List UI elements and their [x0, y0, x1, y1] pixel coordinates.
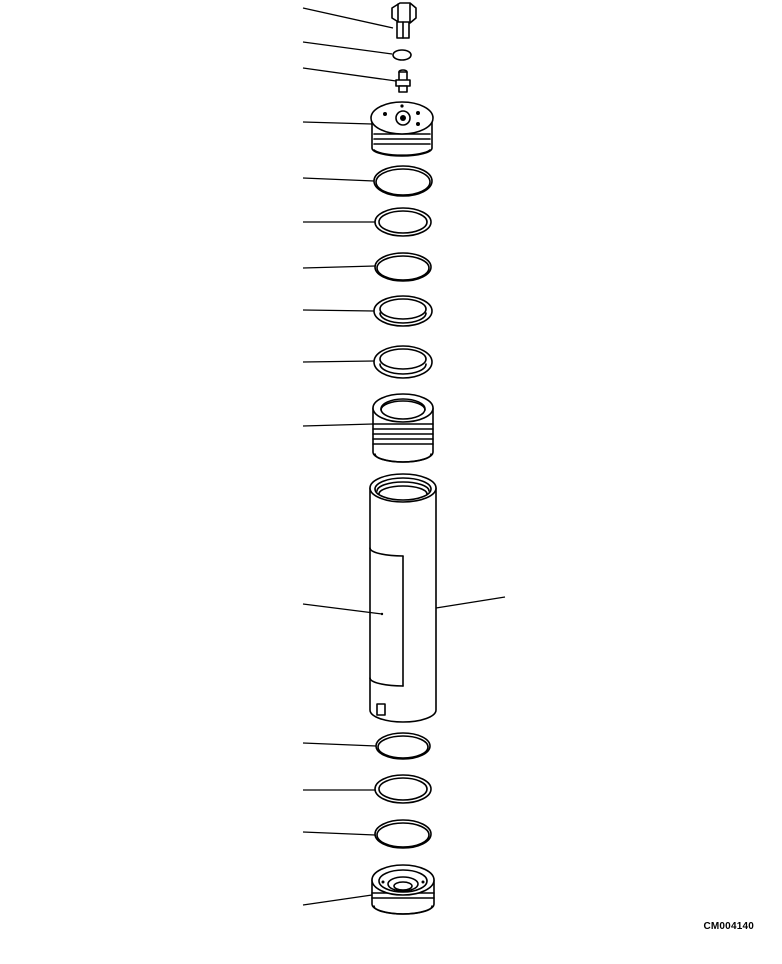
small-o-ring-part [392, 49, 412, 61]
o-ring-part-3 [375, 732, 431, 760]
leader-line-5 [302, 177, 375, 182]
leader-line-1 [302, 7, 394, 29]
leader-line-7 [302, 265, 376, 269]
backup-ring-part-2 [374, 774, 432, 804]
leader-line-11b [435, 596, 506, 609]
leader-line-2 [302, 41, 393, 55]
backup-ring-part-1 [374, 207, 432, 237]
piston-part [372, 393, 434, 463]
hex-plug-part [391, 2, 417, 39]
leader-line-9 [302, 360, 375, 363]
grease-fitting-part [395, 69, 411, 93]
o-ring-part-4 [374, 819, 432, 849]
wear-ring-part [373, 345, 433, 379]
end-cap-part [371, 864, 435, 915]
leader-line-3 [302, 67, 397, 82]
o-ring-part-1 [373, 165, 433, 197]
leader-line-12 [302, 742, 377, 747]
seal-part [373, 295, 433, 327]
leader-line-10 [302, 423, 374, 427]
leader-line-14 [302, 831, 376, 836]
leader-line-8 [302, 309, 375, 312]
o-ring-part-2 [374, 252, 432, 282]
leader-line-11a [302, 603, 383, 615]
leader-line-15 [302, 894, 373, 906]
leader-line-4 [302, 121, 373, 125]
cylinder-head-part [370, 101, 434, 157]
figure-code: CM004140 [703, 921, 754, 932]
cylinder-tube-part [369, 473, 437, 723]
